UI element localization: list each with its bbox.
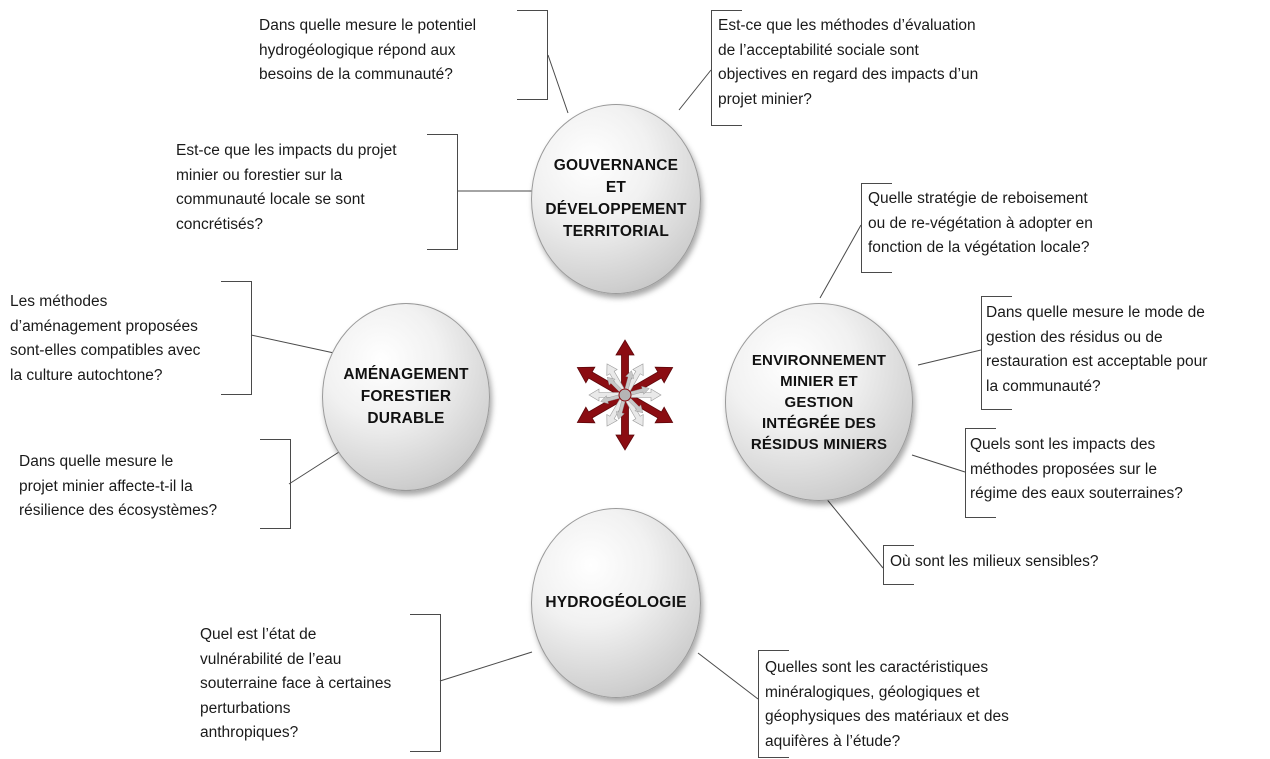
bracket-q1 <box>517 10 548 100</box>
bracket-q11 <box>758 650 789 758</box>
bracket-q8 <box>260 439 291 529</box>
question-milieux-sensibles: Où sont les milieux sensibles? <box>890 553 1099 570</box>
question-impacts-communaute: Est-ce que les impacts du projet minier … <box>176 142 397 233</box>
topic-hydrogeologie-label: HYDROGÉOLOGIE <box>545 594 687 611</box>
connector-q11 <box>697 652 759 700</box>
question-culture-autochtone: Les méthodes d’aménagement proposées son… <box>10 293 201 384</box>
connector-q10 <box>439 651 533 682</box>
topic-gouvernance-label: GOUVERNANCE ET DÉVELOPPEMENT TERRITORIAL <box>545 157 687 240</box>
topic-hydrogeologie: HYDROGÉOLOGIE <box>531 508 701 698</box>
question-gestion-residus: Dans quelle mesure le mode de gestion de… <box>986 304 1208 395</box>
question-vulnerabilite-eau: Quel est l’état de vulnérabilité de l’ea… <box>200 626 392 741</box>
topic-gouvernance: GOUVERNANCE ET DÉVELOPPEMENT TERRITORIAL <box>531 104 701 294</box>
bracket-q4 <box>861 183 892 273</box>
connector-q8 <box>288 451 340 485</box>
connector-q1 <box>547 54 569 114</box>
bracket-q3 <box>427 134 458 250</box>
topic-environnement-label: ENVIRONNEMENT MINIER ET GESTION INTÉGRÉE… <box>750 351 888 453</box>
topic-amenagement-forestier: AMÉNAGEMENT FORESTIER DURABLE <box>322 303 490 491</box>
connector-q9 <box>824 496 884 569</box>
connector-q2 <box>678 69 712 111</box>
bracket-q2 <box>711 10 742 126</box>
topic-amenagement-label: AMÉNAGEMENT FORESTIER DURABLE <box>343 366 469 427</box>
topic-environnement-minier: ENVIRONNEMENT MINIER ET GESTION INTÉGRÉE… <box>725 303 913 501</box>
question-potentiel-hydrogeologique: Dans quelle mesure le potentiel hydrogéo… <box>259 17 477 83</box>
connector-q5 <box>250 334 335 354</box>
connector-q6 <box>917 349 982 366</box>
bracket-q7 <box>965 428 996 518</box>
question-eaux-souterraines: Quels sont les impacts des méthodes prop… <box>970 436 1183 502</box>
question-caracteristiques-materiaux: Quelles sont les caractéristiques minéra… <box>765 659 1009 750</box>
bracket-q5 <box>221 281 252 395</box>
question-resilience-ecosystemes: Dans quelle mesure le projet minier affe… <box>19 453 218 519</box>
multi-directional-arrows-icon <box>572 339 678 451</box>
bracket-q9 <box>883 545 914 585</box>
question-acceptabilite-sociale: Est-ce que les méthodes d’évaluation de … <box>718 17 979 108</box>
bracket-q10 <box>410 614 441 752</box>
connector-q7 <box>911 454 966 473</box>
bracket-q6 <box>981 296 1012 410</box>
connector-q4 <box>819 224 862 299</box>
question-strategie-reboisement: Quelle stratégie de reboisement ou de re… <box>868 190 1093 256</box>
